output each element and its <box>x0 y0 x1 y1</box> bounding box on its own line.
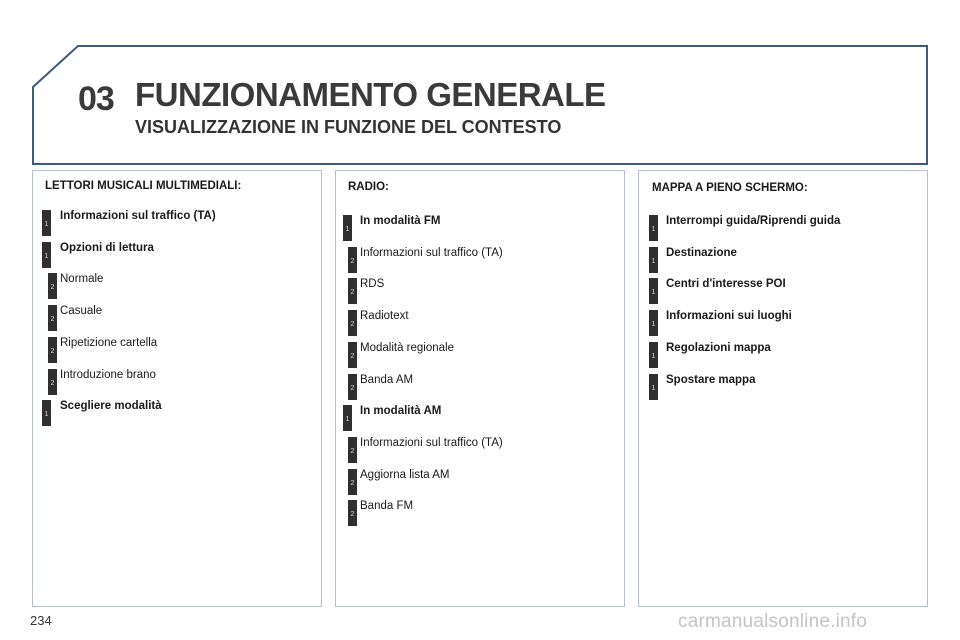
level-marker: 1 <box>649 342 658 368</box>
menu-entry-label: Destinazione <box>666 247 737 259</box>
level-marker: 2 <box>348 310 357 336</box>
level-marker: 2 <box>348 500 357 526</box>
level-marker: 1 <box>343 405 352 431</box>
watermark: carmanualsonline.info <box>678 611 868 632</box>
menu-entry-label: Ripetizione cartella <box>60 337 158 349</box>
level-marker: 2 <box>348 247 357 273</box>
menu-entry-label: Regolazioni mappa <box>666 342 771 354</box>
level-marker: 1 <box>649 374 658 400</box>
panel-heading-multimedia: LETTORI MUSICALI MULTIMEDIALI: <box>45 180 242 192</box>
menu-entry-label: Normale <box>60 273 104 285</box>
level-marker: 2 <box>348 278 357 304</box>
level-marker: 1 <box>42 400 51 426</box>
menu-entry-label: Radiotext <box>360 310 409 322</box>
panel-heading-map: MAPPA A PIENO SCHERMO: <box>652 182 808 194</box>
menu-entry-label: Banda FM <box>360 500 414 512</box>
page-title: FUNZIONAMENTO GENERALE <box>135 76 606 113</box>
menu-entry-label: Informazioni sul traffico (TA) <box>360 247 503 259</box>
menu-entry-label: Informazioni sul traffico (TA) <box>60 210 216 222</box>
header-frame-outline <box>32 45 928 165</box>
menu-entry-label: Informazioni sul traffico (TA) <box>360 437 503 449</box>
menu-entry-label: Aggiorna lista AM <box>360 469 450 481</box>
menu-entry-label: Casuale <box>60 305 103 317</box>
level-marker: 2 <box>48 305 57 331</box>
level-marker: 2 <box>348 469 357 495</box>
panel-radio <box>335 170 625 607</box>
menu-entry-label: Interrompi guida/Riprendi guida <box>666 215 841 227</box>
header-frame <box>32 45 928 165</box>
menu-entry-label: Opzioni di lettura <box>60 242 154 254</box>
menu-entry-label: Modalità regionale <box>360 342 454 354</box>
level-marker: 2 <box>48 273 57 299</box>
page-subtitle: VISUALIZZAZIONE IN FUNZIONE DEL CONTESTO <box>135 117 562 137</box>
panel-heading-radio: RADIO: <box>348 181 389 193</box>
level-marker: 1 <box>649 278 658 304</box>
panel-multimedia <box>32 170 322 607</box>
level-marker: 2 <box>348 437 357 463</box>
menu-entry-label: In modalità AM <box>360 405 442 417</box>
menu-entry-label: Scegliere modalità <box>60 400 162 412</box>
chapter-number: 03 <box>78 80 115 118</box>
panel-map <box>638 170 928 607</box>
level-marker: 1 <box>42 242 51 268</box>
level-marker: 2 <box>348 342 357 368</box>
page-number: 234 <box>30 613 52 628</box>
menu-entry-label: Centri d'interesse POI <box>666 278 786 290</box>
menu-entry-label: Introduzione brano <box>60 369 156 381</box>
level-marker: 2 <box>348 374 357 400</box>
level-marker: 1 <box>649 310 658 336</box>
level-marker: 2 <box>48 369 57 395</box>
level-marker: 1 <box>42 210 51 236</box>
level-marker: 1 <box>649 247 658 273</box>
menu-entry-label: In modalità FM <box>360 215 441 227</box>
level-marker: 1 <box>649 215 658 241</box>
menu-entry-label: Banda AM <box>360 374 414 386</box>
menu-entry-label: Spostare mappa <box>666 374 756 386</box>
menu-entry-label: Informazioni sui luoghi <box>666 310 792 322</box>
menu-entry-label: RDS <box>360 278 385 290</box>
level-marker: 2 <box>48 337 57 363</box>
level-marker: 1 <box>343 215 352 241</box>
